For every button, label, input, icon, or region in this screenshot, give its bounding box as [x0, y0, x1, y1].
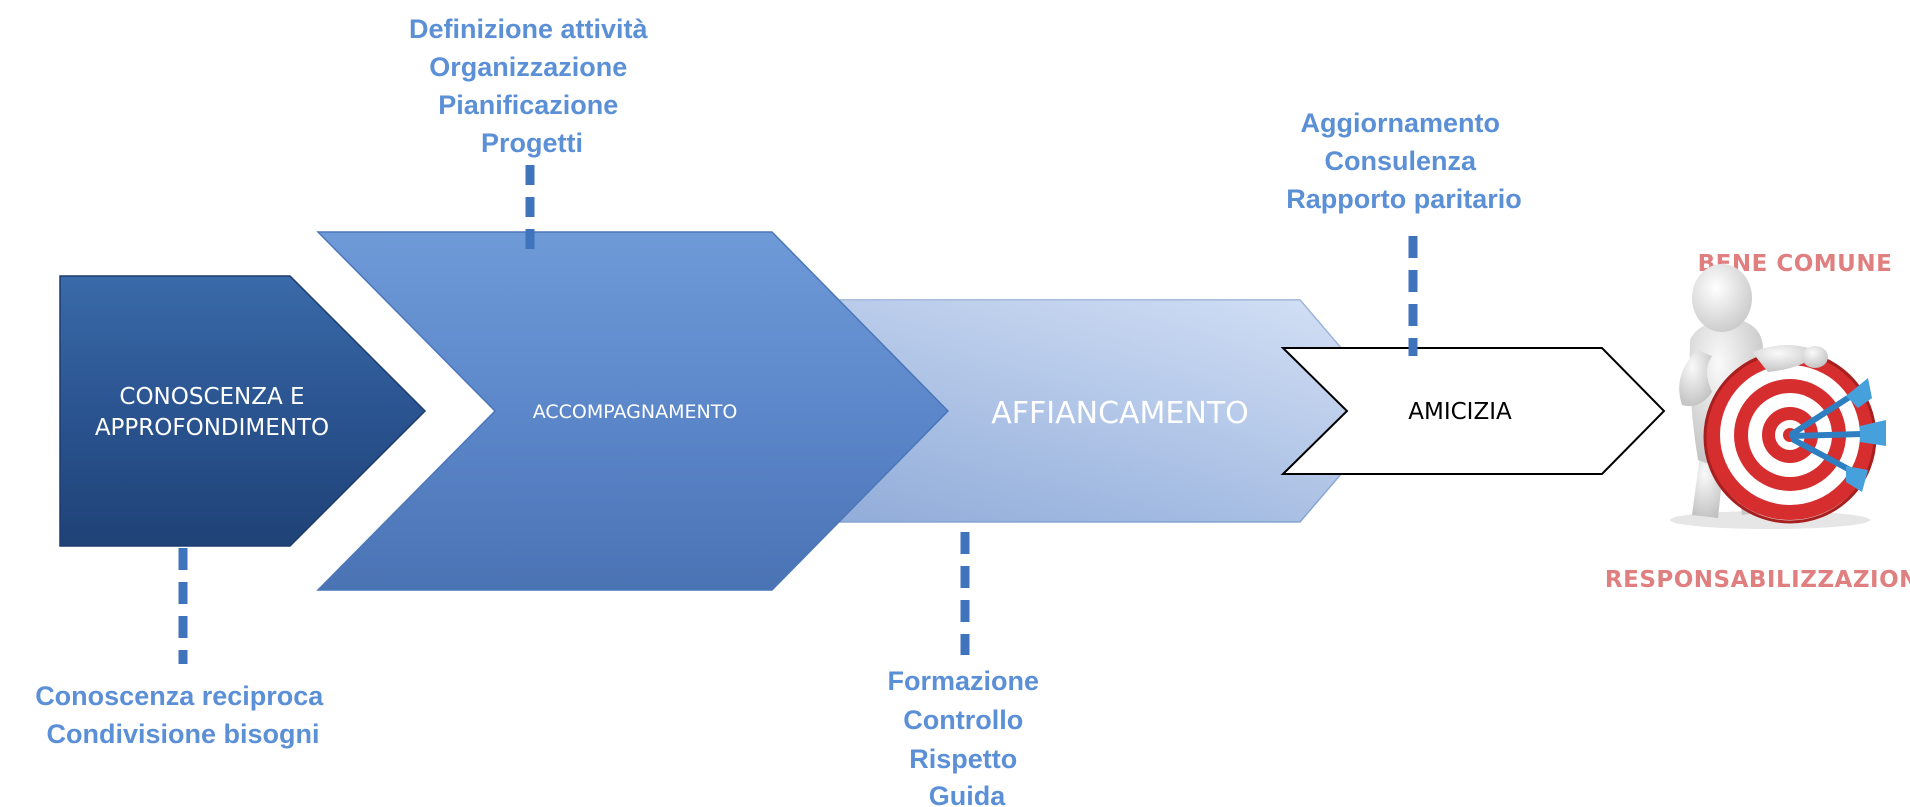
- svg-text:APPROFONDIMENTO: APPROFONDIMENTO: [95, 415, 329, 441]
- stage-conoscenza-label: CONOSCENZA E: [119, 384, 304, 410]
- stage-affiancamento-label: AFFIANCAMENTO: [991, 396, 1249, 431]
- notes-amicizia: Aggiornamento Consulenza Rapporto parita…: [1286, 108, 1522, 214]
- stage-accompagnamento: ACCOMPAGNAMENTO: [316, 231, 950, 591]
- goal-bottom-label: RESPONSABILIZZAZIONE: [1605, 567, 1910, 593]
- notes-affiancamento: Formazione Controllo Rispetto Guida: [887, 666, 1046, 807]
- stage-accompagnamento-label: ACCOMPAGNAMENTO: [533, 401, 738, 423]
- stage-amicizia: AMICIZIA: [1280, 347, 1666, 475]
- notes-conoscenza: Conoscenza reciproca Condivisione bisogn…: [35, 681, 331, 749]
- stage-accompagnamento-shape: [316, 231, 950, 591]
- notes-accompagnamento: Definizione attività Organizzazione Pian…: [409, 14, 655, 158]
- figure-with-target-icon: [1670, 264, 1886, 529]
- stage-affiancamento: AFFIANCAMENTO: [758, 299, 1396, 523]
- stage-conoscenza: CONOSCENZA E APPROFONDIMENTO: [59, 275, 427, 547]
- stage-amicizia-shape: [1280, 347, 1666, 475]
- dart-icon: [1789, 378, 1886, 492]
- stage-amicizia-label: AMICIZIA: [1408, 399, 1512, 425]
- stage-conoscenza-shape: [59, 275, 427, 547]
